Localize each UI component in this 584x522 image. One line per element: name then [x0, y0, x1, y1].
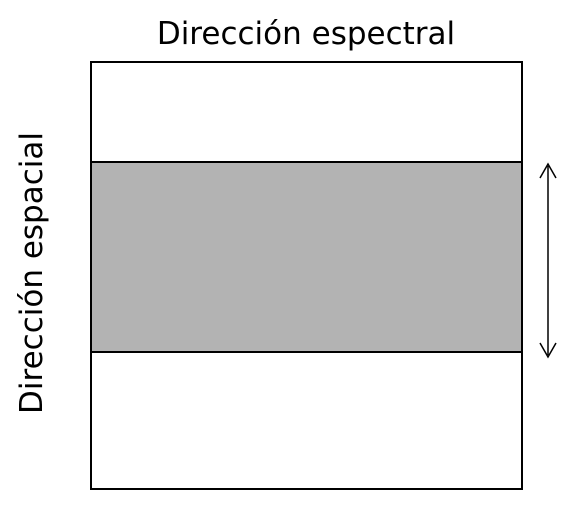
spectral-direction-label: Dirección espectral [157, 16, 455, 52]
illuminated-band [90, 161, 523, 353]
double-arrow-icon [539, 162, 557, 359]
spatial-direction-label: Dirección espacial [14, 132, 50, 414]
